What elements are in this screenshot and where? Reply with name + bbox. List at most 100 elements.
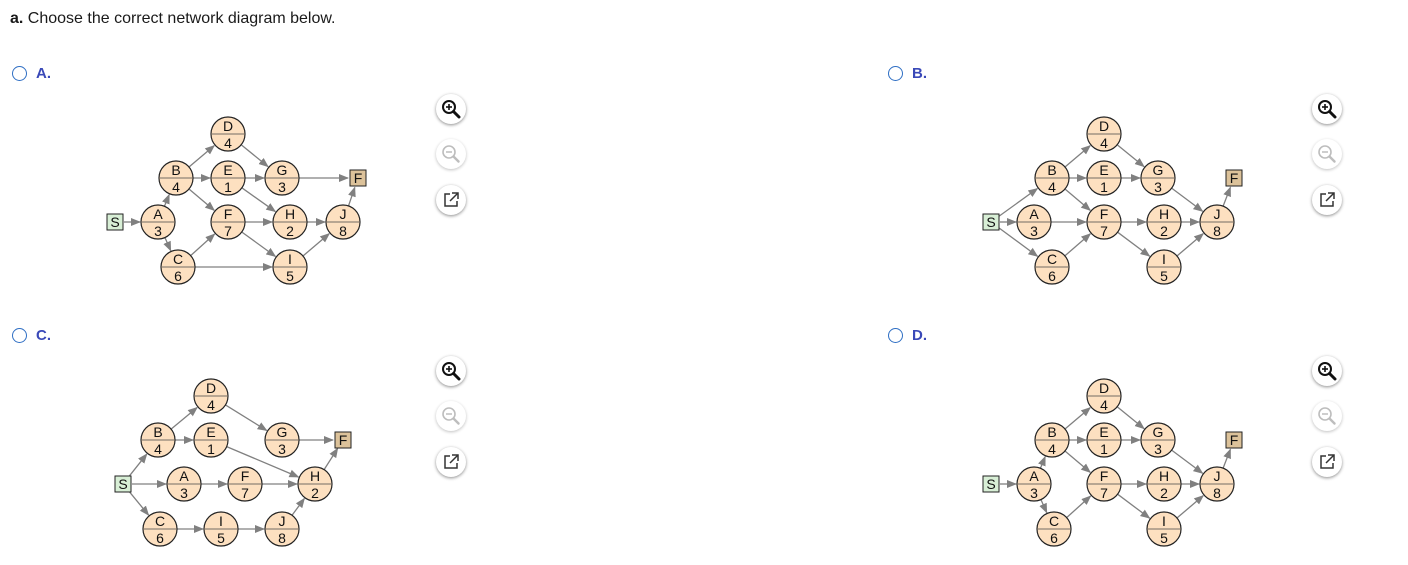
open-new-window-icon xyxy=(1318,191,1336,209)
node-g-name: G xyxy=(277,424,288,440)
node-b-name: B xyxy=(153,424,162,440)
node-j-name: J xyxy=(1214,206,1221,222)
node-c-duration: 6 xyxy=(156,530,164,546)
open-new-window-button-d[interactable] xyxy=(1312,447,1342,477)
option-a-radio[interactable] xyxy=(12,66,27,81)
edge-s-c xyxy=(997,226,1039,257)
node-e-duration: 1 xyxy=(1100,441,1108,457)
node-e-name: E xyxy=(1099,162,1108,178)
edge-i-j xyxy=(1176,495,1205,519)
node-b-duration: 4 xyxy=(1048,179,1056,195)
edge-f-i xyxy=(1117,493,1151,519)
node-f-duration: 7 xyxy=(1100,485,1108,501)
finish-node-label: F xyxy=(339,432,348,448)
option-b-label: B. xyxy=(912,65,927,82)
option-c-radio[interactable] xyxy=(12,328,27,343)
edge-a-b xyxy=(162,193,170,207)
edge-c-f xyxy=(1064,233,1092,257)
finish-node xyxy=(349,169,367,187)
zoom-out-icon xyxy=(1317,144,1337,164)
node-f-duration: 7 xyxy=(1100,223,1108,239)
node-j-name: J xyxy=(340,206,347,222)
node-d-duration: 4 xyxy=(1100,397,1108,413)
node-h-duration: 2 xyxy=(1160,223,1168,239)
edge-d-g xyxy=(225,404,268,432)
edge-c-f xyxy=(190,233,216,257)
zoom-in-button-b[interactable] xyxy=(1312,94,1342,124)
zoom-in-button-d[interactable] xyxy=(1312,356,1342,386)
node-j-duration: 8 xyxy=(1213,223,1221,239)
node-i-duration: 5 xyxy=(1160,530,1168,546)
node-i-name: I xyxy=(288,251,292,267)
node-f-name: F xyxy=(1100,468,1109,484)
node-d-name: D xyxy=(206,380,216,396)
node-h-duration: 2 xyxy=(286,223,294,239)
open-new-window-icon xyxy=(442,453,460,471)
node-g-name: G xyxy=(1153,424,1164,440)
edge-b-d xyxy=(1064,406,1092,430)
zoom-out-button-a[interactable] xyxy=(436,139,466,169)
zoom-in-icon xyxy=(1317,99,1337,119)
node-e-duration: 1 xyxy=(1100,179,1108,195)
option-b-radio[interactable] xyxy=(888,66,903,81)
option-b[interactable]: B. xyxy=(888,65,927,82)
option-d-radio[interactable] xyxy=(888,328,903,343)
open-new-window-button-b[interactable] xyxy=(1312,185,1342,215)
node-d-name: D xyxy=(1099,118,1109,134)
start-node xyxy=(982,475,1000,493)
zoom-out-icon xyxy=(1317,406,1337,426)
edge-j-h xyxy=(291,497,305,516)
zoom-out-icon xyxy=(441,406,461,426)
node-j-duration: 8 xyxy=(1213,485,1221,501)
edge-b-f xyxy=(188,188,216,212)
zoom-out-button-b[interactable] xyxy=(1312,139,1342,169)
zoom-out-button-c[interactable] xyxy=(436,401,466,431)
option-d[interactable]: D. xyxy=(888,327,927,344)
node-a-name: A xyxy=(1029,206,1039,222)
edge-a-c xyxy=(163,237,172,252)
zoom-in-button-c[interactable] xyxy=(436,356,466,386)
node-c-name: C xyxy=(1047,251,1057,267)
node-h-name: H xyxy=(1159,206,1169,222)
edge-a-c xyxy=(1039,499,1048,514)
zoom-in-icon xyxy=(1317,361,1337,381)
node-g-duration: 3 xyxy=(278,441,286,457)
node-c-duration: 6 xyxy=(1050,530,1058,546)
node-j-name: J xyxy=(1214,468,1221,484)
edge-s-c xyxy=(128,490,150,516)
edge-b-f xyxy=(1064,450,1092,474)
node-i-duration: 5 xyxy=(217,530,225,546)
node-b-duration: 4 xyxy=(154,441,162,457)
start-node-label: S xyxy=(110,214,119,230)
edge-j-fin xyxy=(1222,448,1232,469)
question-part-label: a. xyxy=(10,10,24,27)
node-b-name: B xyxy=(1047,424,1056,440)
node-a-name: A xyxy=(153,206,163,222)
node-c-name: C xyxy=(173,251,183,267)
node-e-name: E xyxy=(1099,424,1108,440)
node-d-name: D xyxy=(223,118,233,134)
start-node-label: S xyxy=(986,214,995,230)
edge-i-j xyxy=(302,233,331,257)
zoom-out-icon xyxy=(441,144,461,164)
node-a-duration: 3 xyxy=(180,485,188,501)
open-new-window-button-c[interactable] xyxy=(436,447,466,477)
node-f-name: F xyxy=(241,468,250,484)
node-i-duration: 5 xyxy=(1160,268,1168,284)
option-d-label: D. xyxy=(912,327,927,344)
node-h-duration: 2 xyxy=(311,485,319,501)
node-a-name: A xyxy=(179,468,189,484)
finish-node-label: F xyxy=(1230,432,1239,448)
node-h-name: H xyxy=(310,468,320,484)
node-f-name: F xyxy=(1100,206,1109,222)
zoom-in-button-a[interactable] xyxy=(436,94,466,124)
open-new-window-button-a[interactable] xyxy=(436,185,466,215)
option-a[interactable]: A. xyxy=(12,65,51,82)
option-c[interactable]: C. xyxy=(12,327,51,344)
edge-e-h xyxy=(226,446,300,478)
node-e-name: E xyxy=(206,424,215,440)
zoom-out-button-d[interactable] xyxy=(1312,401,1342,431)
node-c-duration: 6 xyxy=(174,268,182,284)
node-j-duration: 8 xyxy=(339,223,347,239)
